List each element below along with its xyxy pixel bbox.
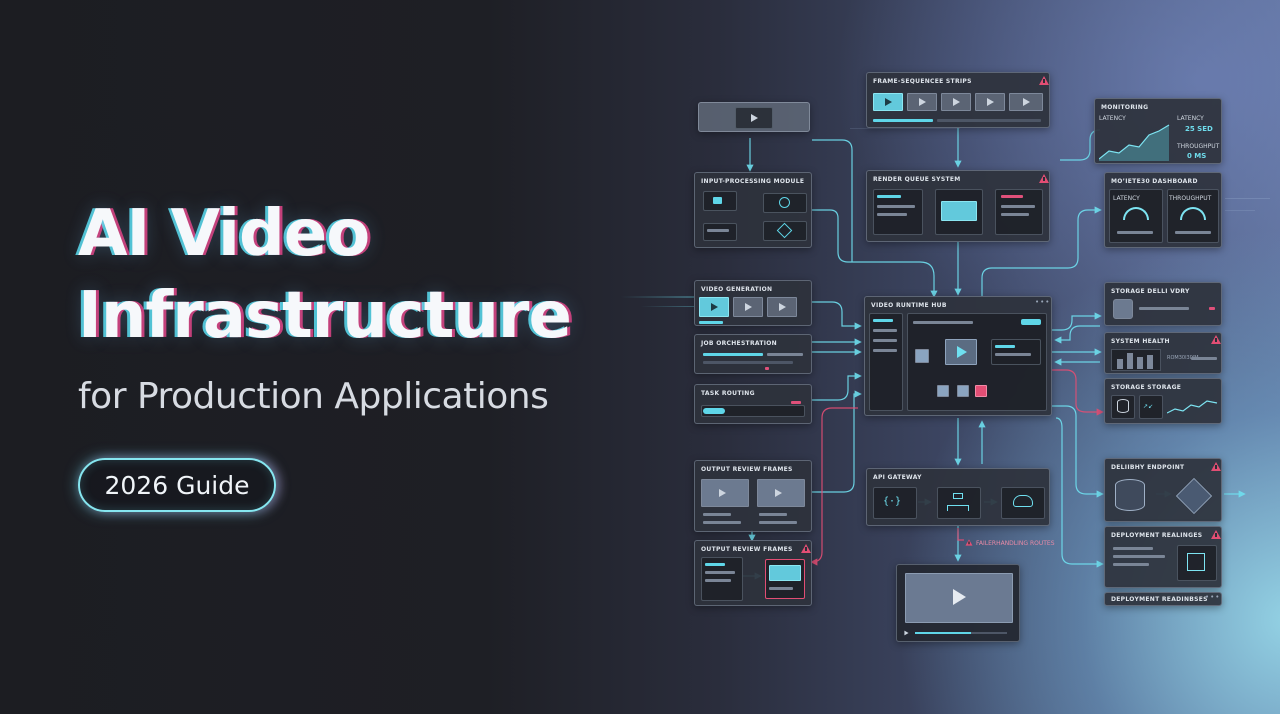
system-health-panel[interactable]: SYSTEM HEALTH ROM30I3IYM — [1104, 332, 1222, 374]
system-health-readout: ROM30I3IYM — [1167, 355, 1199, 361]
warning-icon — [1211, 335, 1221, 344]
monitoring-panel[interactable]: MONITORING LATENCY LATENCY 25 SED THROUG… — [1094, 98, 1222, 164]
play-icon — [953, 98, 960, 106]
hero-title-line2: Infrastructure — [78, 279, 572, 353]
panel-title: DEPLOYMENT REALINGES — [1111, 532, 1203, 539]
warning-icon — [1039, 174, 1049, 183]
cloud-icon — [1013, 495, 1033, 507]
external-link-icon[interactable] — [1187, 553, 1205, 571]
panel-title: OUTPUT REVIEW FRAMES — [701, 466, 793, 473]
film-strip — [698, 102, 810, 132]
gear-icon — [779, 197, 790, 208]
warning-icon — [801, 544, 811, 553]
panel-title: OUTPUT REVIEW FRAMES — [701, 546, 793, 553]
deployment-readiness-panel-2[interactable]: DEPLOYMENT READINBSES ••• — [1104, 592, 1222, 606]
throughput-value: 0 MS — [1187, 152, 1207, 160]
storage-delivery-panel[interactable]: STORAGE DELLI VDRY — [1104, 282, 1222, 326]
delivery-endpoint-panel[interactable]: DELIIBHY ENDPOINT — [1104, 458, 1222, 522]
render-queue-panel[interactable]: RENDER QUEUE SYSTEM — [866, 170, 1050, 242]
fallback-routes-label: FAILERHANDLING ROUTES — [976, 540, 1055, 547]
hero-title-line1: AI Video — [78, 197, 370, 271]
code-icon: {·} — [883, 496, 902, 507]
video-preview-player[interactable] — [896, 564, 1020, 642]
panel-title: MONITORING — [1101, 104, 1149, 111]
panel-title: TASK ROUTING — [701, 390, 755, 397]
database-icon — [1115, 479, 1145, 511]
transfer-icon: ↗↙ — [1143, 403, 1154, 410]
play-icon[interactable] — [953, 589, 966, 605]
camera-icon — [713, 197, 722, 204]
play-icon — [775, 489, 782, 497]
warning-icon — [1211, 462, 1221, 471]
panel-title: SYSTEM HEALTH — [1111, 338, 1170, 345]
latency-label: LATENCY — [1099, 115, 1126, 122]
hero-subtitle: for Production Applications — [78, 376, 549, 417]
database-icon — [1117, 399, 1129, 413]
storage-panel[interactable]: STORAGE STORAGE ↗↙ — [1104, 378, 1222, 424]
latency-label-2: LATENCY — [1177, 115, 1204, 122]
panel-title: MO’IETE30 DASHBOARD — [1111, 178, 1198, 185]
warning-icon — [965, 539, 973, 546]
panel-title: FRAME-SEQUENCEE STRIPS — [873, 78, 972, 85]
panel-title: VIDEO GENERATION — [701, 286, 773, 293]
warning-icon — [1211, 530, 1221, 539]
more-icon: ••• — [1035, 298, 1051, 306]
video-runtime-hub[interactable]: VIDEO RUNTIME HUB ••• — [864, 296, 1052, 416]
monitoring-dashboard-panel[interactable]: MO’IETE30 DASHBOARD LATENCY THROUGHPUT — [1104, 172, 1222, 248]
panel-title: DELIIBHY ENDPOINT — [1111, 464, 1185, 471]
video-generation-panel[interactable]: VIDEO GENERATION — [694, 280, 812, 326]
dashboard-throughput-label: THROUGHPUT — [1169, 195, 1212, 202]
dashboard-latency-label: LATENCY — [1113, 195, 1140, 202]
latency-value: 25 SED — [1185, 125, 1213, 133]
panel-title: VIDEO RUNTIME HUB — [871, 302, 947, 309]
warning-icon — [1039, 76, 1049, 85]
play-icon — [957, 346, 967, 358]
panel-title: RENDER QUEUE SYSTEM — [873, 176, 961, 183]
play-icon — [711, 303, 718, 311]
play-icon — [885, 98, 892, 106]
panel-title: INPUT-PROCESSING MODULE — [701, 178, 805, 185]
deployment-readiness-panel[interactable]: DEPLOYMENT REALINGES — [1104, 526, 1222, 588]
play-icon — [719, 489, 726, 497]
job-orchestration-panel[interactable]: JOB ORCHESTRATION — [694, 334, 812, 374]
play-icon — [745, 303, 752, 311]
play-icon — [751, 114, 758, 122]
panel-title: STORAGE STORAGE — [1111, 384, 1182, 391]
task-routing-panel[interactable]: TASK ROUTING — [694, 384, 812, 424]
panel-title: STORAGE DELLI VDRY — [1111, 288, 1190, 295]
output-review-panel-2[interactable]: OUTPUT REVIEW FRAMES — [694, 540, 812, 606]
storage-chart — [1167, 400, 1218, 414]
panel-title: JOB ORCHESTRATION — [701, 340, 777, 347]
guide-badge[interactable]: 2026 Guide — [78, 458, 276, 512]
frame-sequence-panel[interactable]: FRAME-SEQUENCEE STRIPS — [866, 72, 1050, 128]
play-icon — [779, 303, 786, 311]
network-icon — [953, 493, 963, 499]
api-gateway-panel[interactable]: API GATEWAY {·} — [866, 468, 1050, 526]
more-icon[interactable]: ••• — [1205, 593, 1221, 601]
panel-title: DEPLOYMENT READINBSES — [1111, 596, 1208, 603]
panel-title: API GATEWAY — [873, 474, 922, 481]
play-icon — [987, 98, 994, 106]
input-processing-panel[interactable]: INPUT-PROCESSING MODULE — [694, 172, 812, 248]
throughput-label: THROUGHPUT — [1177, 143, 1220, 150]
server-icon — [1175, 477, 1213, 515]
play-icon — [919, 98, 926, 106]
output-review-panel[interactable]: OUTPUT REVIEW FRAMES — [694, 460, 812, 532]
play-button[interactable] — [904, 630, 909, 636]
latency-chart — [1099, 124, 1170, 161]
play-icon — [1023, 98, 1030, 106]
